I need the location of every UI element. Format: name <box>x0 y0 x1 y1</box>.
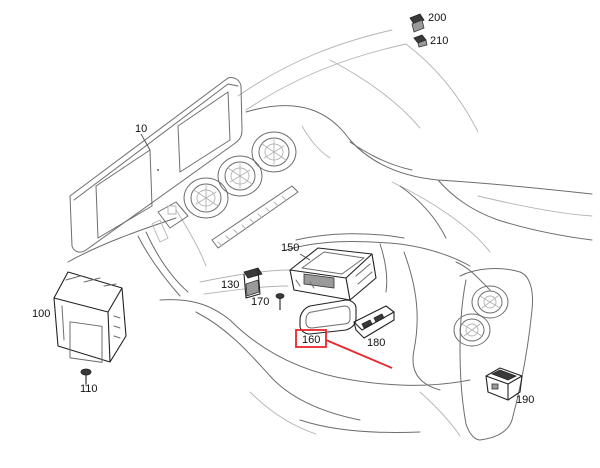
part-label-100: 100 <box>32 308 50 320</box>
usb-port-unit-180[interactable] <box>353 305 395 339</box>
part-label-130: 130 <box>221 279 239 291</box>
part-label-210: 210 <box>430 35 448 47</box>
connector-130[interactable] <box>243 267 263 299</box>
screw-110[interactable] <box>80 368 92 384</box>
part-labels: 10 100 110 130 150 160 170 180 190 200 2… <box>32 12 534 406</box>
dashboard-outline <box>67 29 593 441</box>
air-vent-left <box>183 177 229 219</box>
part-label-190: 190 <box>516 394 534 406</box>
switch-strip <box>211 185 299 249</box>
air-vent-center <box>217 155 263 197</box>
part-label-180: 180 <box>367 337 385 349</box>
highlight-arrow <box>325 339 393 369</box>
charging-module-150[interactable] <box>289 247 377 301</box>
highlight-160 <box>295 329 393 369</box>
part-label-170: 170 <box>251 296 269 308</box>
part-label-110: 110 <box>80 383 98 395</box>
start-button-block <box>157 201 189 229</box>
part-label-200: 200 <box>428 12 446 24</box>
part-label-150: 150 <box>281 242 299 254</box>
part-label-10: 10 <box>135 123 147 135</box>
part-label-160: 160 <box>302 334 320 346</box>
clip-200[interactable] <box>409 13 425 33</box>
pin-170[interactable] <box>275 293 285 311</box>
tray-mat-160[interactable] <box>299 299 357 335</box>
display-unit[interactable] <box>69 77 243 253</box>
clip-210[interactable] <box>413 34 428 48</box>
leader-lines <box>85 133 311 386</box>
air-vent-right <box>251 131 297 173</box>
switch-block-190[interactable] <box>485 367 523 401</box>
door-air-vent-upper <box>471 285 509 319</box>
control-unit-module[interactable] <box>53 271 127 363</box>
highlight-box <box>295 329 327 348</box>
door-air-vent-lower <box>453 313 491 347</box>
